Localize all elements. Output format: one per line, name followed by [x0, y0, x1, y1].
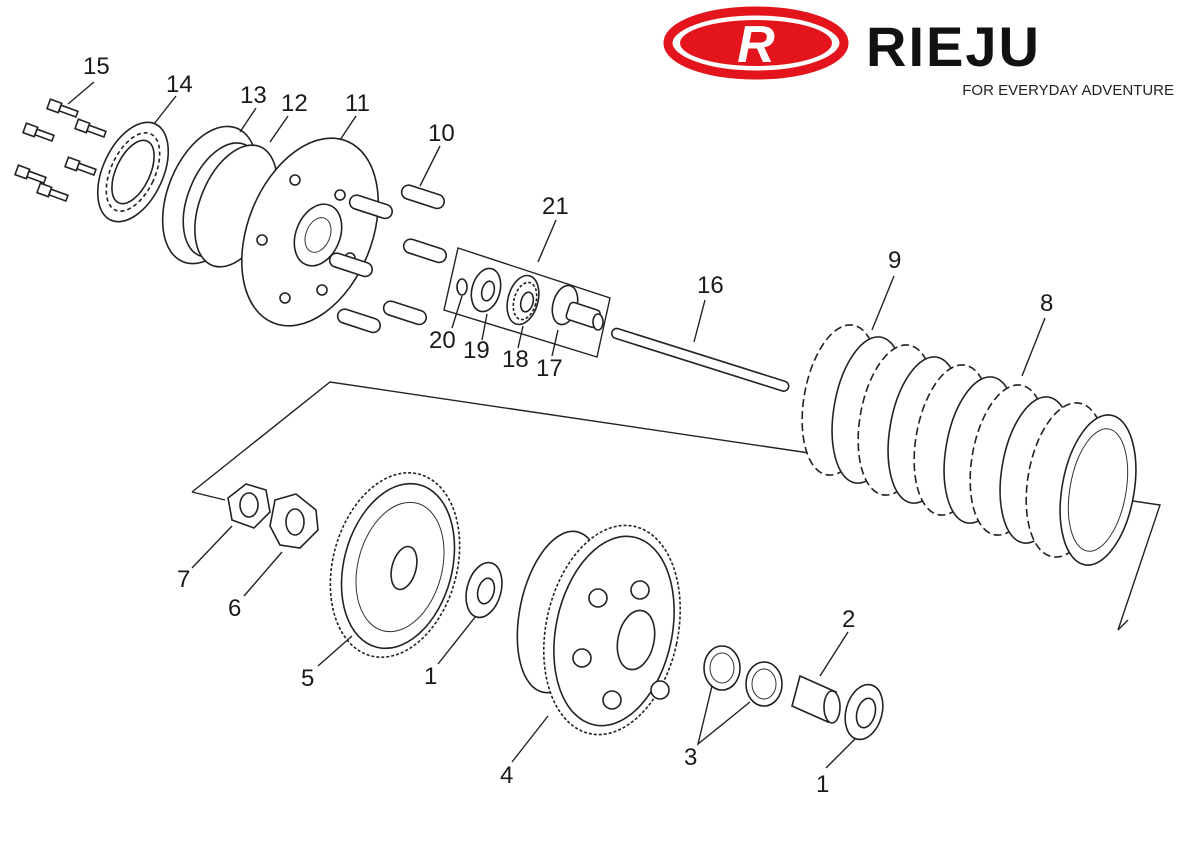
callout-2: 2 — [842, 606, 855, 633]
callout-16: 16 — [697, 272, 724, 299]
part-5-clutch-hub — [329, 471, 461, 659]
part-17-pushrod-piece — [551, 284, 604, 331]
callout-3: 3 — [684, 744, 697, 771]
callout-1-upper: 1 — [424, 663, 437, 690]
callout-8: 8 — [1040, 290, 1053, 317]
callout-14: 14 — [166, 71, 193, 98]
part-2-spacer — [791, 674, 841, 724]
part-15-screws — [13, 98, 107, 203]
part-16-push-rod — [610, 327, 790, 392]
leader-lines — [67, 81, 1046, 769]
part-1-washer-upper — [465, 561, 503, 619]
callout-15: 15 — [83, 53, 110, 80]
callout-12: 12 — [281, 90, 308, 117]
callout-19: 19 — [463, 337, 490, 364]
part-21-group-frame — [443, 247, 611, 358]
callout-4: 4 — [500, 762, 513, 789]
part-20-circlip — [456, 278, 468, 296]
callout-5: 5 — [301, 665, 314, 692]
callout-21: 21 — [542, 193, 569, 220]
callout-10: 10 — [428, 120, 455, 147]
part-18-needle-bearing — [506, 274, 540, 326]
part-10-pins — [328, 184, 447, 334]
logo-oval — [663, 6, 849, 80]
callout-labels: 15 14 13 12 11 10 21 16 9 8 20 19 18 17 … — [83, 53, 1053, 798]
logo-letter: R — [737, 16, 775, 74]
callout-7: 7 — [177, 566, 190, 593]
part-14-ring — [96, 121, 170, 223]
part-19-washer — [470, 267, 502, 313]
brand-tagline: FOR EVERYDAY ADVENTURE — [962, 82, 1174, 99]
part-4-clutch-basket — [516, 524, 682, 736]
callout-1-lower: 1 — [816, 771, 829, 798]
assembly-group-frame — [191, 381, 1161, 631]
callout-11: 11 — [345, 90, 370, 117]
callout-9: 9 — [888, 247, 901, 274]
brand-logo: R RIEJU FOR EVERYDAY ADVENTURE — [663, 6, 1174, 99]
callout-6: 6 — [228, 595, 241, 622]
part-1-washer-lower — [844, 683, 884, 741]
part-11-pressure-plate — [240, 137, 380, 327]
part-3-bushings — [703, 645, 783, 707]
callout-13: 13 — [240, 82, 267, 109]
part-8-9-clutch-discs — [801, 324, 1137, 566]
callout-20: 20 — [429, 327, 456, 354]
callout-18: 18 — [502, 346, 529, 373]
part-6-lock-washer — [269, 493, 319, 549]
brand-name: RIEJU — [866, 15, 1041, 78]
callout-17: 17 — [536, 355, 563, 382]
part-7-nut — [227, 483, 271, 529]
